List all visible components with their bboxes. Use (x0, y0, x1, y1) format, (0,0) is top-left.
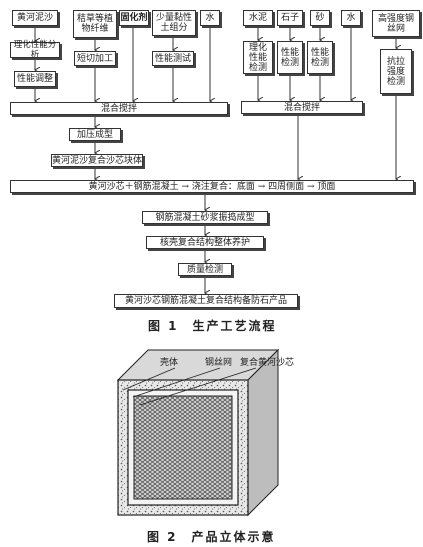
step-label: 加压成型 (76, 129, 113, 140)
input-label: 少量黏性土组分 (155, 13, 192, 33)
input-clay: 少量黏性土组分 (152, 10, 196, 36)
mix-left: 混合搅拌 (10, 102, 228, 115)
flowchart-connectors (0, 25, 423, 330)
caption-text: 图 2 产品立体示意 (147, 530, 276, 544)
overall-curing: 核壳复合结构整体养护 (146, 236, 264, 249)
step-label: 核壳复合结构整体养护 (159, 237, 250, 248)
input-curing-agent: 固化剂 (119, 10, 149, 26)
label-text: 壳体 (160, 358, 179, 368)
check-label: 抗拉强度检测 (386, 56, 405, 87)
input-label: 石子 (280, 13, 299, 23)
input-plant-fiber: 秸草等植物纤维 (73, 10, 117, 38)
figure-1-caption: 图 1 生产工艺流程 (148, 317, 277, 334)
step-label: 理化性能分析 (13, 40, 57, 60)
step-performance-adjust: 性能调整 (14, 71, 56, 87)
input-water-right: 水 (341, 10, 361, 26)
mix-label: 混合搅拌 (283, 102, 320, 113)
input-gravel: 石子 (277, 10, 303, 26)
check-sand: 性能检测 (307, 41, 333, 74)
check-tensile: 抗拉强度检测 (380, 49, 412, 94)
step-label: 黄河泥沙复合沙芯块体 (52, 155, 143, 166)
check-cement: 理化性能检测 (243, 41, 273, 74)
label-steel-mesh: 钢丝网 (205, 355, 232, 368)
core-block: 黄河泥沙复合沙芯块体 (51, 154, 143, 167)
input-label: 水泥 (248, 13, 267, 23)
check-label: 性能检测 (310, 47, 329, 68)
step-label: 性能调整 (16, 74, 53, 84)
step-label: 黄河沙芯钢筋混凝土复合结构备防石产品 (124, 296, 287, 306)
input-label: 水 (205, 13, 215, 23)
input-water-left: 水 (200, 10, 220, 26)
step-label: 性能测试 (154, 53, 191, 64)
assembly-casting: 黄河沙芯＋钢筋混凝土 → 浇注复合：底面 → 四周侧面 → 顶面 (10, 180, 414, 193)
input-label: 固化剂 (120, 13, 148, 23)
label-text: 复合黄河沙芯 (240, 358, 295, 368)
label-text: 钢丝网 (205, 358, 233, 368)
input-label: 砂 (315, 13, 325, 23)
sand-core (133, 395, 233, 500)
step-physchem-analysis: 理化性能分析 (10, 40, 60, 60)
input-steel-mesh: 高强度钢丝网 (372, 10, 420, 37)
figure-2-caption: 图 2 产品立体示意 (147, 528, 276, 545)
input-label: 秸草等植物纤维 (76, 14, 113, 34)
step-label: 钢筋混凝土砂浆振捣成型 (155, 212, 255, 223)
pressing: 加压成型 (69, 128, 121, 141)
final-product: 黄河沙芯钢筋混凝土复合结构备防石产品 (114, 294, 298, 308)
step-label: 黄河沙芯＋钢筋混凝土 → 浇注复合：底面 → 四周侧面 → 顶面 (88, 181, 336, 192)
label-sand-core: 复合黄河沙芯 (240, 355, 294, 368)
mix-label: 混合搅拌 (100, 103, 137, 114)
step-chopping: 短切加工 (74, 51, 116, 66)
check-label: 理化性能检测 (248, 42, 267, 73)
step-label: 质量检测 (186, 264, 223, 275)
input-label: 黄河泥沙 (16, 13, 53, 23)
input-sand: 砂 (310, 10, 330, 26)
vibrate-forming: 钢筋混凝土砂浆振捣成型 (142, 211, 268, 224)
mix-right: 混合搅拌 (241, 101, 363, 114)
step-label: 短切加工 (76, 53, 113, 64)
check-gravel: 性能检测 (277, 41, 303, 74)
label-shell: 壳体 (160, 355, 178, 368)
check-label: 性能检测 (280, 47, 299, 68)
caption-text: 图 1 生产工艺流程 (148, 319, 277, 333)
input-label: 水 (346, 13, 356, 23)
input-label: 高强度钢丝网 (377, 13, 414, 34)
quality-inspection: 质量检测 (178, 263, 232, 276)
step-performance-test: 性能测试 (152, 51, 194, 66)
input-cement: 水泥 (243, 10, 273, 26)
input-yellow-river-sand: 黄河泥沙 (12, 10, 58, 26)
